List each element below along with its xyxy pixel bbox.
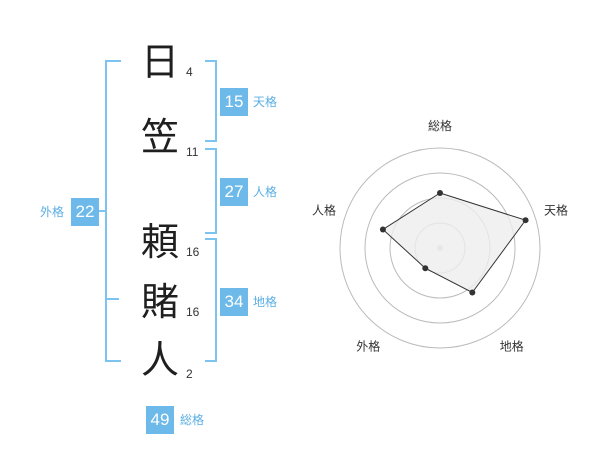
gaikaku-label: 外格 [40,205,65,219]
radar-point-5 [379,226,386,233]
radar-axis-label: 外格 [356,339,380,354]
soukaku-value: 49 [146,406,174,434]
jinkaku-label: 人格 [253,185,278,199]
stroke-count-1: 4 [186,65,193,79]
radar-ring [364,172,516,324]
gaikaku-value: 22 [71,198,99,226]
radar-point-1 [437,190,443,196]
radar-point-4 [422,265,429,272]
radar-axis-label: 天格 [544,202,568,217]
gaikaku-bracket-tick [93,210,105,212]
stroke-count-5: 2 [186,367,193,381]
name-char-4: 賭 [140,280,179,324]
jinkaku-value: 27 [220,178,248,206]
chikaku-label: 地格 [253,295,278,309]
radar-polygon [382,192,527,294]
soukaku-label: 総格 [180,413,205,427]
radar-axis-label: 総格 [428,118,452,133]
tenkaku-label: 天格 [253,95,278,109]
jinkaku-bracket [205,148,217,234]
tenkaku-bracket [205,60,217,142]
name-char-1: 日 [140,40,179,84]
chikaku-bracket [205,238,217,362]
chikaku-value: 34 [220,288,248,316]
tenkaku-value: 15 [220,88,248,116]
radar-point-3 [469,289,476,296]
name-char-3: 頼 [140,220,179,264]
stroke-count-4: 16 [186,305,200,319]
gaikaku-inner-tick [107,298,119,300]
radar-axis-label: 地格 [500,339,524,354]
radar-axis-label: 人格 [312,202,336,217]
name-char-2: 笠 [140,115,179,159]
radar-point-2 [522,217,529,224]
name-char-5: 人 [140,338,179,382]
radar-ring [339,147,541,349]
stroke-count-3: 16 [186,245,200,259]
stroke-count-2: 11 [186,145,199,159]
gaikaku-bracket [105,60,121,362]
